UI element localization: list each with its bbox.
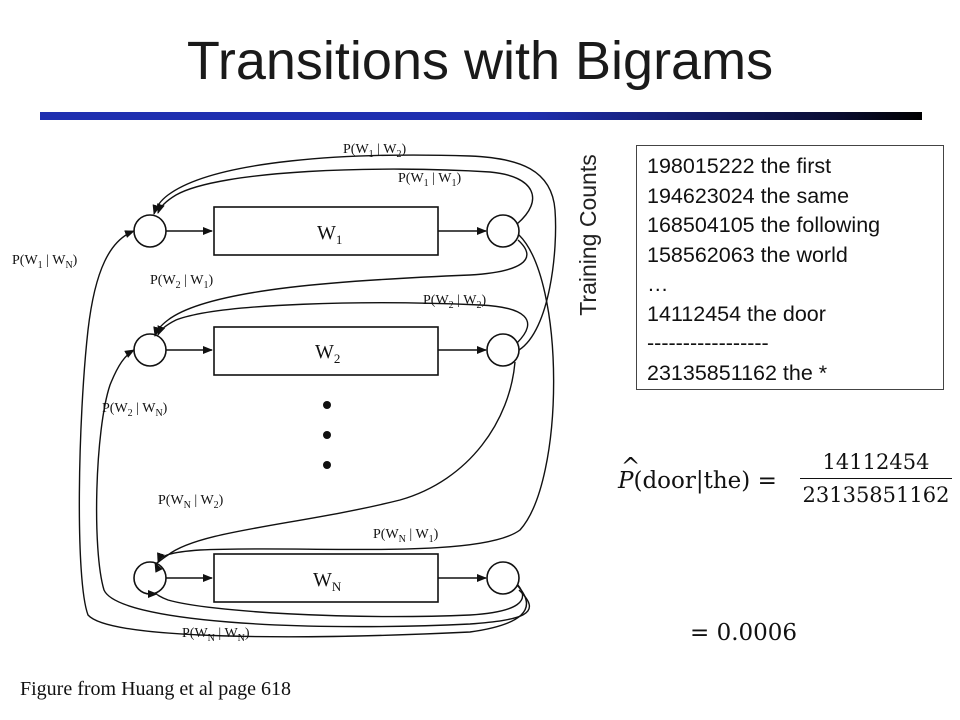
entry-node-w1 [133,214,167,248]
ellipsis-dot [323,431,331,439]
ellipsis-dot [323,461,331,469]
probability-result: = 0.0006 [690,620,798,646]
state-label-w1: W1 [317,222,342,247]
transition-label: P(W2 | W2) [423,293,486,311]
fraction-bar [800,478,952,479]
bigram-transition-diagram: W1 W2 WN P(W1 | W2) P(W1 | W1) [12,142,557,644]
figure-caption: Figure from Huang et al page 618 [20,678,292,700]
entry-node-w2 [133,333,167,367]
probability-equation-lhs: P^(door|the) = [618,454,777,494]
count-line: 168504105 the following [647,213,881,237]
edge-wn-exit-to-w2 [95,349,531,628]
equation-args: (door|the) = [633,468,777,494]
transition-label: P(W2 | W1) [150,273,213,291]
count-line: 14112454 the door [647,301,826,326]
transition-label: P(WN | W1) [373,527,439,545]
edge-w1-to-w1 [157,168,534,225]
transition-label: P(W1 | W1) [398,171,461,189]
fraction-denominator: 23135851162 [802,483,950,507]
transition-label: P(WN | WN) [182,626,250,644]
state-label-w2: W2 [315,341,340,366]
edge-wn-to-wn [147,584,524,618]
edge-w1-exit-to-wn [157,234,555,563]
edge-w2-to-w2 [157,302,529,344]
exit-node-w2 [486,333,520,367]
state-label-wn: WN [313,569,342,594]
exit-node-wn [486,561,520,595]
count-line: 158562063 the world [647,242,848,267]
count-line: 23135851162 the * [647,360,828,385]
transition-label: P(W1 | W2) [343,142,406,160]
edge-w1-exit-to-w2 [153,239,528,337]
transition-label: P(W1 | WN) [12,253,78,271]
training-counts-label: Training Counts [575,154,601,316]
edge-w2-exit-to-wn [154,361,516,573]
training-counts-box: 198015222 the first 194623024 the same 1… [636,145,944,390]
entry-node-wn [133,561,167,595]
p-symbol: P [618,468,634,494]
state-box-w1 [213,206,439,256]
exit-node-w1 [486,214,520,248]
edge-w2-exit-to-w1 [152,154,557,351]
title-underline [40,112,922,120]
probability-fraction: 14112454 23135851162 [800,450,952,507]
count-line: 194623024 the same [647,183,850,208]
transition-label: P(W2 | WN) [102,401,168,419]
count-line: ----------------- [647,331,769,355]
edge-wn-exit-to-w1 [78,230,528,638]
slide-title: Transitions with Bigrams [186,31,774,91]
count-line: … [647,272,669,296]
state-box-w2 [213,326,439,376]
ellipsis-dot [323,401,331,409]
hat-symbol: ^ [621,454,641,480]
count-line: 198015222 the first [647,154,832,178]
transition-label: P(WN | W2) [158,493,224,511]
fraction-numerator: 14112454 [822,450,930,474]
